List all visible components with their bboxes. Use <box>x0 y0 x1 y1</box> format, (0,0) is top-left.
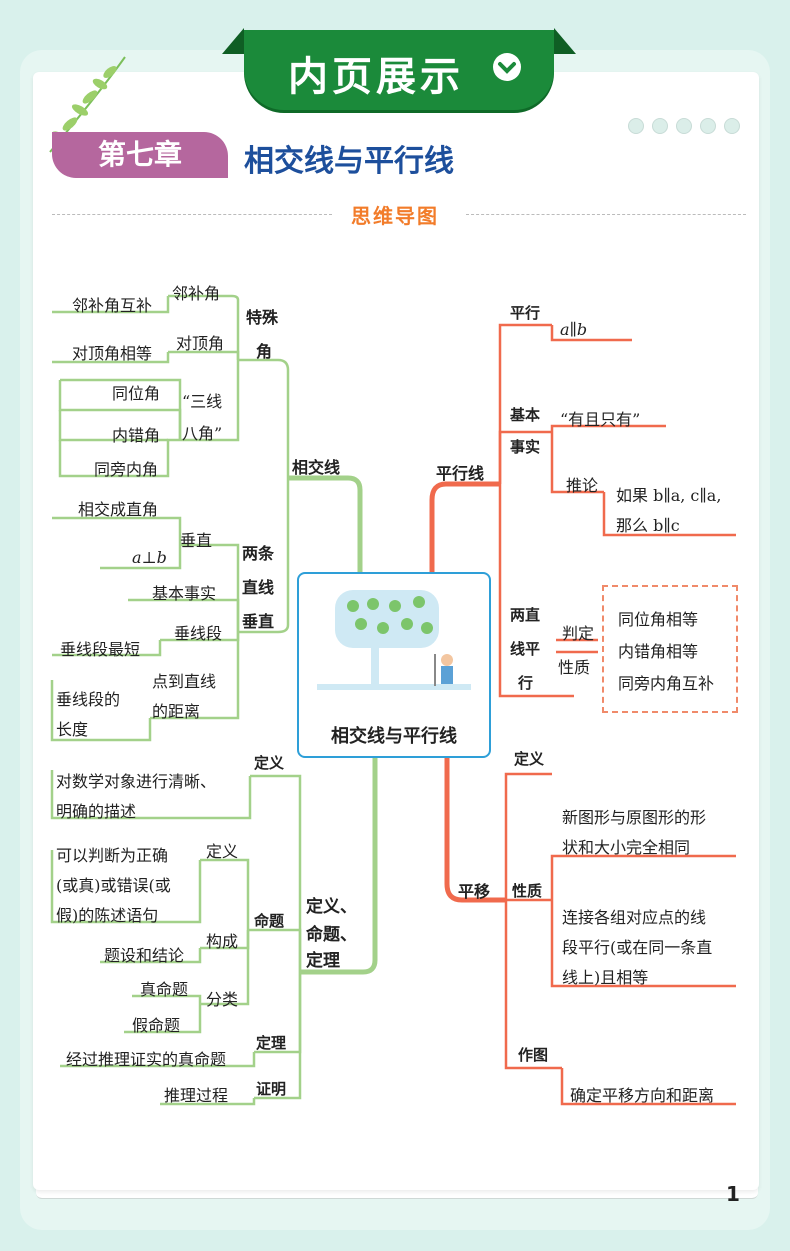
leaf-text: 邻补角互补 <box>72 296 153 315</box>
leaf-text: 题设和结论 <box>104 946 185 965</box>
branch-label: 平移 <box>458 882 491 901</box>
leaf-text: 同旁内角互补 <box>618 674 715 693</box>
node-label: 判定 <box>562 624 595 643</box>
leaf-text: 线上)且相等 <box>562 968 649 987</box>
node-label: 八角” <box>182 424 223 443</box>
branch-label: 平行线 <box>436 464 485 483</box>
leaf-text: 可以判断为正确 <box>56 846 169 865</box>
leaf-text: 长度 <box>56 720 89 739</box>
node-label: 点到直线 <box>152 672 217 691</box>
branch-label: 命题、 <box>306 925 357 945</box>
node-label: 定义 <box>206 842 239 861</box>
leaf-text: 段平行(或在同一条直 <box>562 938 713 957</box>
node-label: 证明 <box>256 1080 287 1098</box>
node-label: 定义 <box>254 754 285 772</box>
binding-hole <box>652 118 668 134</box>
node-label: 事实 <box>510 438 541 456</box>
chapter-tag: 第七章 <box>52 132 228 178</box>
node-label: 垂线段 <box>174 624 223 643</box>
node-label: 平行 <box>510 304 541 322</box>
leaf-text: 内错角 <box>112 426 161 445</box>
branch-label: 直线 <box>242 578 275 597</box>
node-label: 分类 <box>206 990 239 1009</box>
node-label: 性质 <box>512 882 543 900</box>
central-topic-label: 相交线与平行线 <box>331 726 457 747</box>
node-label: 基本 <box>510 406 541 424</box>
leaf-text: a⊥b <box>132 548 167 567</box>
leaf-text: 如果 b∥a, c∥a, <box>616 486 722 505</box>
central-topic-node: 相交线与平行线 <box>297 572 491 758</box>
paper-stack-edge <box>36 1188 758 1199</box>
banner-title: 内页展示 <box>288 54 464 100</box>
node-label: 邻补角 <box>172 284 221 303</box>
binding-hole <box>724 118 740 134</box>
leaf-decoration-icon <box>49 56 126 153</box>
leaf-text: 真命题 <box>140 980 189 999</box>
node-label: 基本事实 <box>152 584 217 603</box>
chapter-title: 相交线与平行线 <box>244 144 454 179</box>
leaf-text: 同旁内角 <box>94 460 159 479</box>
section-title: 思维导图 <box>351 204 439 228</box>
leaf-text: 推理过程 <box>164 1086 229 1105</box>
node-label: 行 <box>518 674 534 692</box>
divider <box>52 214 332 215</box>
leaf-text: 经过推理证实的真命题 <box>66 1050 227 1069</box>
leaf-text: 连接各组对应点的线 <box>562 908 707 927</box>
leaf-text: (或真)或错误(或 <box>56 876 171 895</box>
leaf-text: 明确的描述 <box>56 802 137 821</box>
leaf-text: 同位角 <box>112 384 161 403</box>
node-label: 对顶角 <box>176 334 225 353</box>
node-label: 构成 <box>206 932 239 951</box>
branch-label: 两条 <box>242 544 275 563</box>
binding-hole <box>676 118 692 134</box>
tree-illustration-icon <box>317 590 471 690</box>
node-label: 两直 <box>510 606 541 624</box>
branch-label: 特殊 <box>246 308 279 327</box>
leaf-text: 那么 b∥c <box>616 516 680 535</box>
node-label: 作图 <box>518 1046 549 1064</box>
leaf-text: 同位角相等 <box>618 610 699 629</box>
binding-hole <box>628 118 644 134</box>
banner-fold <box>222 28 244 54</box>
branch-label: 定理 <box>306 951 340 971</box>
node-label: 定理 <box>256 1034 287 1052</box>
node-label: 推论 <box>566 476 599 495</box>
binding-holes <box>628 118 740 134</box>
leaf-text: 内错角相等 <box>618 642 699 661</box>
node-label: 的距离 <box>152 702 201 721</box>
branch-label: 相交线 <box>292 458 341 477</box>
node-label: “三线 <box>182 392 223 411</box>
divider <box>466 214 746 215</box>
banner-fold <box>554 28 576 54</box>
leaf-text: 对顶角相等 <box>72 344 153 363</box>
leaf-text: “有且只有” <box>560 410 641 429</box>
leaf-text: 状和大小完全相同 <box>562 838 691 857</box>
binding-hole <box>700 118 716 134</box>
branch-label: 垂直 <box>242 612 275 631</box>
leaf-text: a∥b <box>560 320 588 339</box>
properties-box <box>602 585 738 713</box>
leaf-text: 对数学对象进行清晰、 <box>56 772 217 791</box>
branch-label: 定义、 <box>306 897 357 917</box>
leaf-text: 垂线段的 <box>56 690 121 709</box>
leaf-text: 新图形与原图形的形 <box>562 808 707 827</box>
page-number: 1 <box>726 1182 740 1206</box>
leaf-text: 垂线段最短 <box>60 640 141 659</box>
node-label: 性质 <box>558 658 591 677</box>
leaf-text: 假)的陈述语句 <box>56 906 159 925</box>
chevron-down-icon <box>493 53 521 81</box>
leaf-text: 假命题 <box>132 1016 181 1035</box>
node-label: 线平 <box>510 640 541 658</box>
node-label: 垂直 <box>180 531 213 550</box>
node-label: 定义 <box>514 750 545 768</box>
leaf-text: 相交成直角 <box>78 500 159 519</box>
node-label: 命题 <box>254 912 285 930</box>
leaf-text: 确定平移方向和距离 <box>570 1086 715 1105</box>
branch-label: 角 <box>256 342 273 361</box>
